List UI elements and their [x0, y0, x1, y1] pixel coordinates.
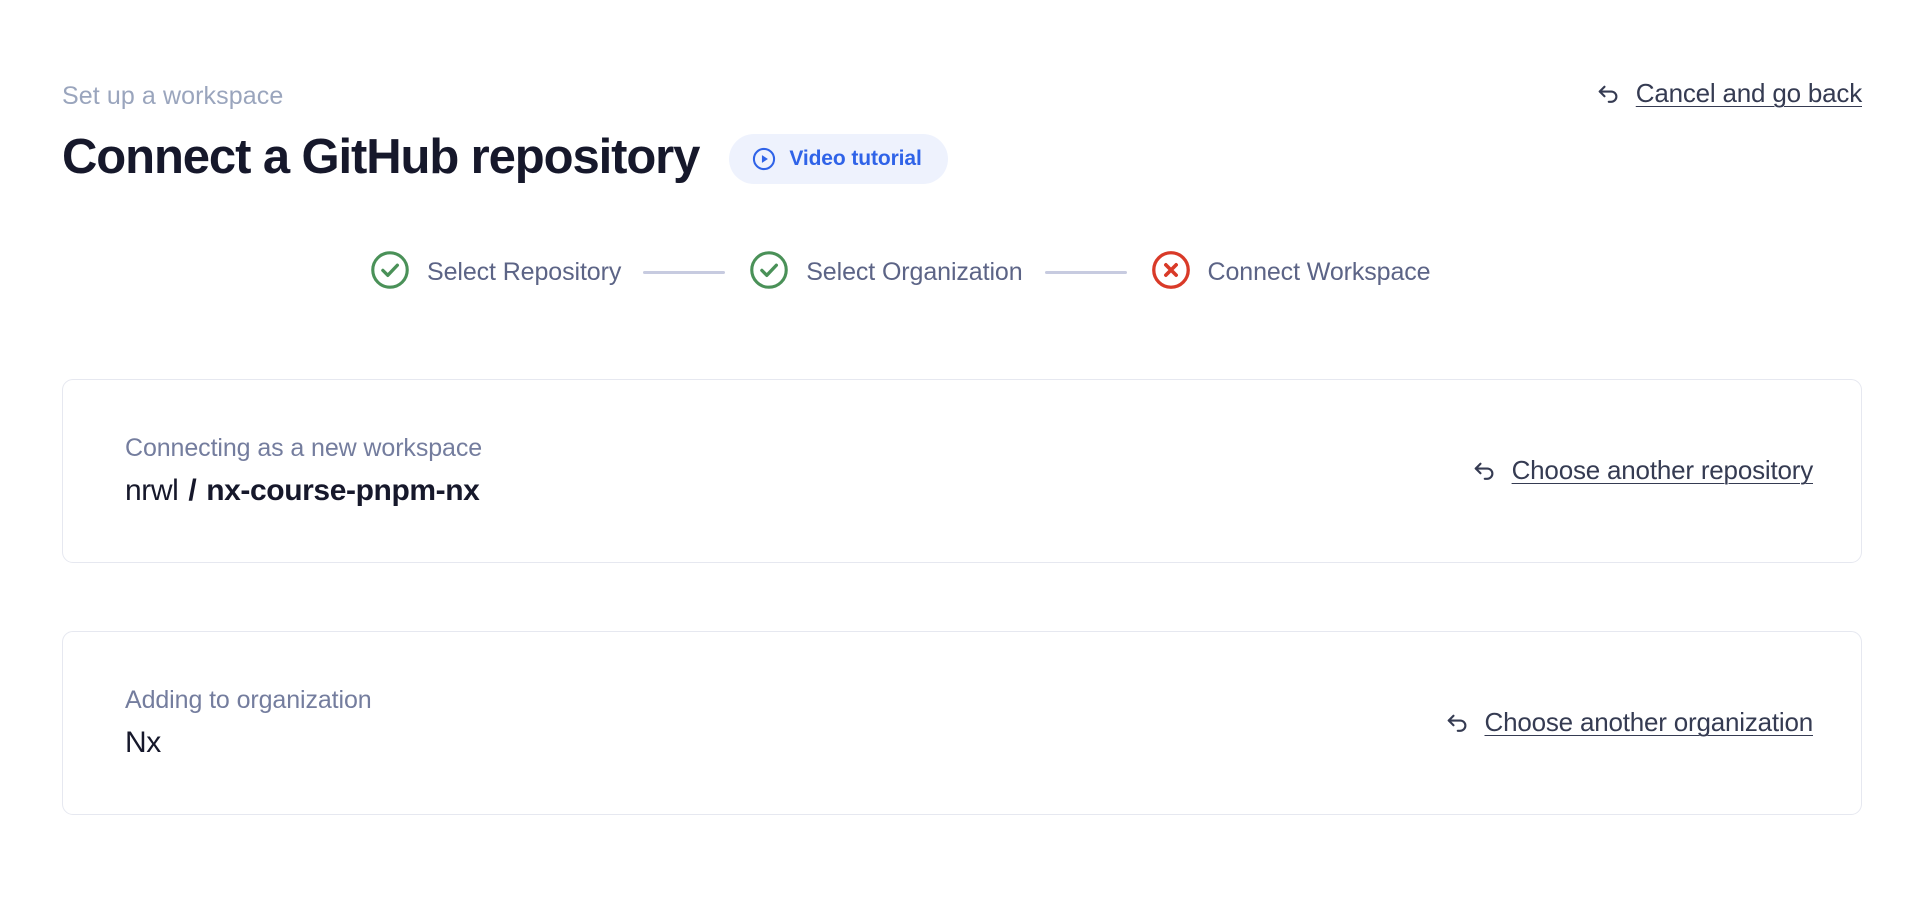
- repository-card-info: Connecting as a new workspace nrwl / nx-…: [125, 433, 482, 509]
- video-tutorial-button[interactable]: Video tutorial: [729, 134, 948, 185]
- step-label-select-organization: Select Organization: [806, 257, 1023, 286]
- organization-card-info: Adding to organization Nx: [125, 685, 372, 761]
- organization-card-caption: Adding to organization: [125, 685, 372, 714]
- choose-another-organization-link[interactable]: Choose another organization: [1442, 707, 1814, 738]
- arrow-uturn-left-icon: [1593, 79, 1623, 109]
- choose-another-organization-label: Choose another organization: [1484, 707, 1814, 738]
- step-label-select-repository: Select Repository: [427, 257, 622, 286]
- step-connector-2: [1044, 270, 1127, 274]
- x-circle-icon: [1149, 248, 1193, 297]
- organization-card-value: Nx: [125, 725, 372, 761]
- progress-stepper: Select Repository Select Organization Co…: [62, 248, 1862, 297]
- cancel-and-go-back-link[interactable]: Cancel and go back: [1593, 78, 1862, 109]
- page-eyebrow: Set up a workspace: [62, 82, 284, 110]
- step-connect-workspace[interactable]: Connect Workspace: [1149, 248, 1431, 297]
- arrow-uturn-left-icon: [1442, 708, 1472, 738]
- step-select-organization[interactable]: Select Organization: [747, 248, 1023, 297]
- repository-separator: /: [188, 473, 197, 507]
- step-label-connect-workspace: Connect Workspace: [1207, 257, 1431, 286]
- cancel-and-go-back-label: Cancel and go back: [1635, 78, 1862, 108]
- step-connector-1: [643, 270, 726, 274]
- check-circle-icon: [747, 248, 791, 297]
- arrow-uturn-left-icon: [1469, 456, 1499, 486]
- video-tutorial-label: Video tutorial: [789, 147, 922, 171]
- page-header: Set up a workspace Connect a GitHub repo…: [62, 0, 1862, 185]
- organization-name: Nx: [125, 725, 161, 759]
- play-circle-icon: [751, 146, 777, 172]
- choose-another-repository-label: Choose another repository: [1511, 455, 1814, 486]
- repository-owner: nrwl: [125, 473, 179, 507]
- repository-card-caption: Connecting as a new workspace: [125, 433, 483, 462]
- page-title: Connect a GitHub repository: [62, 130, 700, 184]
- step-select-repository[interactable]: Select Repository: [368, 248, 621, 297]
- repository-card-value: nrwl / nx-course-pnpm-nx: [125, 473, 482, 509]
- organization-card: Adding to organization Nx Choose another…: [62, 630, 1862, 815]
- title-row: Connect a GitHub repository Video tutori…: [62, 130, 1862, 185]
- choose-another-repository-link[interactable]: Choose another repository: [1469, 455, 1813, 486]
- check-circle-icon: [368, 248, 412, 297]
- repository-card: Connecting as a new workspace nrwl / nx-…: [62, 378, 1862, 563]
- repository-name: nx-course-pnpm-nx: [206, 473, 480, 507]
